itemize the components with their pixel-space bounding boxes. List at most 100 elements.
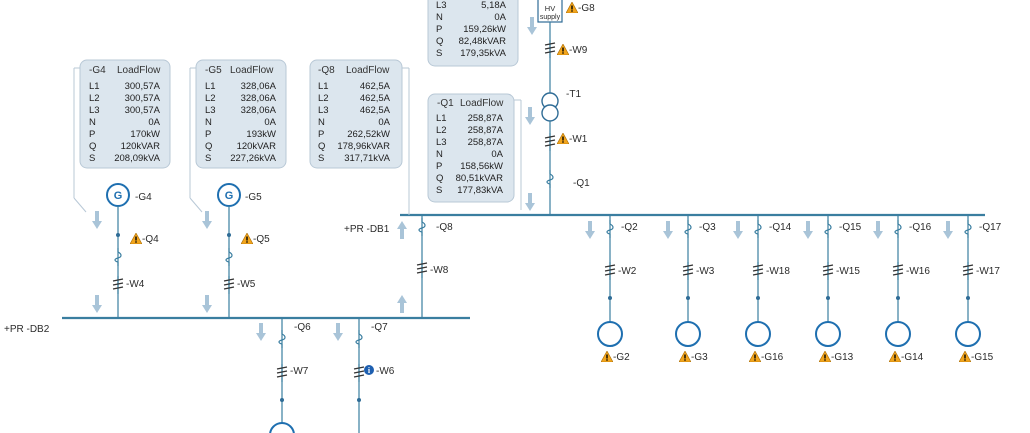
svg-text:227,26kVA: 227,26kVA	[230, 153, 276, 164]
svg-text:258,87A: 258,87A	[468, 113, 504, 124]
feeder-q15[interactable]	[815, 215, 841, 347]
generator-g4[interactable]: G	[106, 183, 130, 207]
warning-icon	[819, 351, 831, 362]
label-q2: -Q2	[621, 222, 638, 233]
generator-g5[interactable]: G	[217, 183, 241, 207]
panel-top-loadflow[interactable]: L3 5,18A N 0A P 159,26kW Q 82,48kVAR S 1…	[427, 0, 519, 67]
svg-text:S: S	[89, 153, 95, 164]
warning-icon	[749, 351, 761, 362]
feeder-q2[interactable]	[597, 215, 623, 347]
feeder-q16[interactable]	[885, 215, 911, 347]
svg-text:P: P	[436, 161, 442, 172]
warning-icon	[241, 233, 253, 244]
flow-arrow-icon	[527, 17, 537, 35]
svg-text:HV: HV	[545, 4, 555, 13]
label-w18: -W18	[766, 266, 790, 277]
svg-text:0A: 0A	[264, 117, 276, 128]
feeder-q3[interactable]	[675, 215, 701, 347]
svg-text:179,35kVA: 179,35kVA	[460, 48, 506, 59]
svg-text:P: P	[318, 129, 324, 140]
svg-text:82,48kVAR: 82,48kVAR	[459, 36, 506, 47]
label-w2: -W2	[618, 266, 637, 277]
cable-w8-icon	[416, 260, 428, 278]
svg-text:0A: 0A	[494, 12, 506, 23]
label-t1: -T1	[566, 89, 581, 100]
cable-w4-icon	[112, 276, 124, 294]
hv-supply-box[interactable]: HV supply	[537, 0, 563, 23]
label-w3: -W3	[696, 266, 715, 277]
svg-text:N: N	[89, 117, 96, 128]
svg-text:258,87A: 258,87A	[468, 137, 504, 148]
warning-icon	[130, 233, 142, 244]
label-q7: -Q7	[371, 322, 388, 333]
label-w6: -W6	[376, 366, 395, 377]
svg-text:Q: Q	[205, 141, 212, 152]
warning-icon	[679, 351, 691, 362]
feeder-q7[interactable]	[353, 318, 365, 433]
svg-text:328,06A: 328,06A	[241, 81, 277, 92]
label-w1: -W1	[569, 134, 588, 145]
label-g4: -G4	[135, 192, 152, 203]
svg-text:i: i	[368, 366, 371, 375]
svg-text:N: N	[436, 149, 443, 160]
svg-text:P: P	[436, 24, 442, 35]
svg-text:LoadFlow: LoadFlow	[117, 65, 161, 76]
warning-icon	[959, 351, 971, 362]
feeder-q17[interactable]	[955, 215, 981, 347]
flow-arrow-icon	[585, 221, 595, 239]
svg-text:supply: supply	[540, 14, 561, 21]
flow-arrow-icon	[92, 295, 102, 313]
svg-text:158,56kW: 158,56kW	[460, 161, 503, 172]
label-g5: -G5	[245, 192, 262, 203]
flow-arrow-icon	[943, 221, 953, 239]
svg-text:462,5A: 462,5A	[360, 81, 391, 92]
label-db1: +PR -DB1	[344, 224, 390, 235]
svg-text:Q: Q	[318, 141, 325, 152]
svg-text:120kVAR: 120kVAR	[121, 141, 161, 152]
svg-text:G: G	[114, 190, 123, 202]
svg-text:S: S	[436, 48, 442, 59]
label-w4: -W4	[126, 279, 145, 290]
svg-text:L2: L2	[436, 125, 447, 136]
warning-icon	[889, 351, 901, 362]
svg-text:P: P	[89, 129, 95, 140]
svg-text:193kW: 193kW	[246, 129, 276, 140]
transformer-t1-icon[interactable]	[541, 92, 559, 122]
svg-text:-G5: -G5	[205, 65, 222, 76]
cable-w5-icon	[223, 276, 235, 294]
feeder-q6[interactable]	[269, 318, 295, 433]
svg-text:0A: 0A	[491, 149, 503, 160]
svg-text:177,83kVA: 177,83kVA	[457, 185, 503, 196]
feeder-q14[interactable]	[745, 215, 771, 347]
svg-text:L1: L1	[205, 81, 216, 92]
svg-text:L2: L2	[205, 93, 216, 104]
svg-text:328,06A: 328,06A	[241, 93, 277, 104]
svg-text:328,06A: 328,06A	[241, 105, 277, 116]
svg-text:N: N	[436, 12, 443, 23]
warning-icon	[557, 133, 569, 144]
svg-text:Q: Q	[436, 36, 443, 47]
info-icon[interactable]: i	[364, 365, 374, 375]
svg-text:120kVAR: 120kVAR	[237, 141, 277, 152]
svg-text:178,96kVAR: 178,96kVAR	[337, 141, 390, 152]
label-g8: -G8	[578, 3, 595, 14]
label-g3: -G3	[691, 352, 708, 363]
flow-arrow-icon	[202, 295, 212, 313]
svg-text:258,87A: 258,87A	[468, 125, 504, 136]
svg-text:L1: L1	[318, 81, 329, 92]
svg-text:N: N	[205, 117, 212, 128]
svg-text:80,51kVAR: 80,51kVAR	[456, 173, 503, 184]
label-q3: -Q3	[699, 222, 716, 233]
label-q15: -Q15	[839, 222, 862, 233]
svg-text:262,52kW: 262,52kW	[347, 129, 390, 140]
label-g13: -G13	[831, 352, 854, 363]
svg-text:300,57A: 300,57A	[125, 105, 161, 116]
panel-top-rows: L3 5,18A N 0A P 159,26kW Q 82,48kVAR S 1…	[436, 0, 507, 59]
